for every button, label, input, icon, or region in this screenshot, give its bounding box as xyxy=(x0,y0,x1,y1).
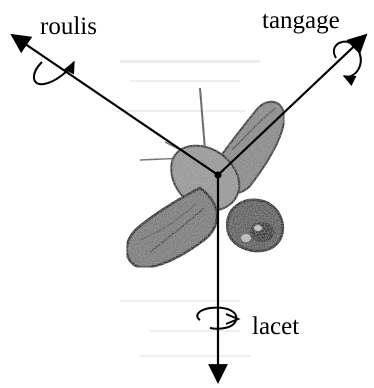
insect-illustration xyxy=(127,88,285,267)
roll-label: roulis xyxy=(40,13,97,40)
pitch-rotation-icon xyxy=(334,42,361,77)
axes-origin xyxy=(215,172,222,179)
insect-eye xyxy=(250,222,274,242)
roll-axis-line xyxy=(12,35,218,175)
pitch-axis-line xyxy=(218,35,366,175)
insect-lower-wing xyxy=(127,188,217,267)
insect-antenna xyxy=(200,88,205,150)
pitch-label: tangage xyxy=(262,7,340,34)
yaw-label: lacet xyxy=(252,313,299,340)
